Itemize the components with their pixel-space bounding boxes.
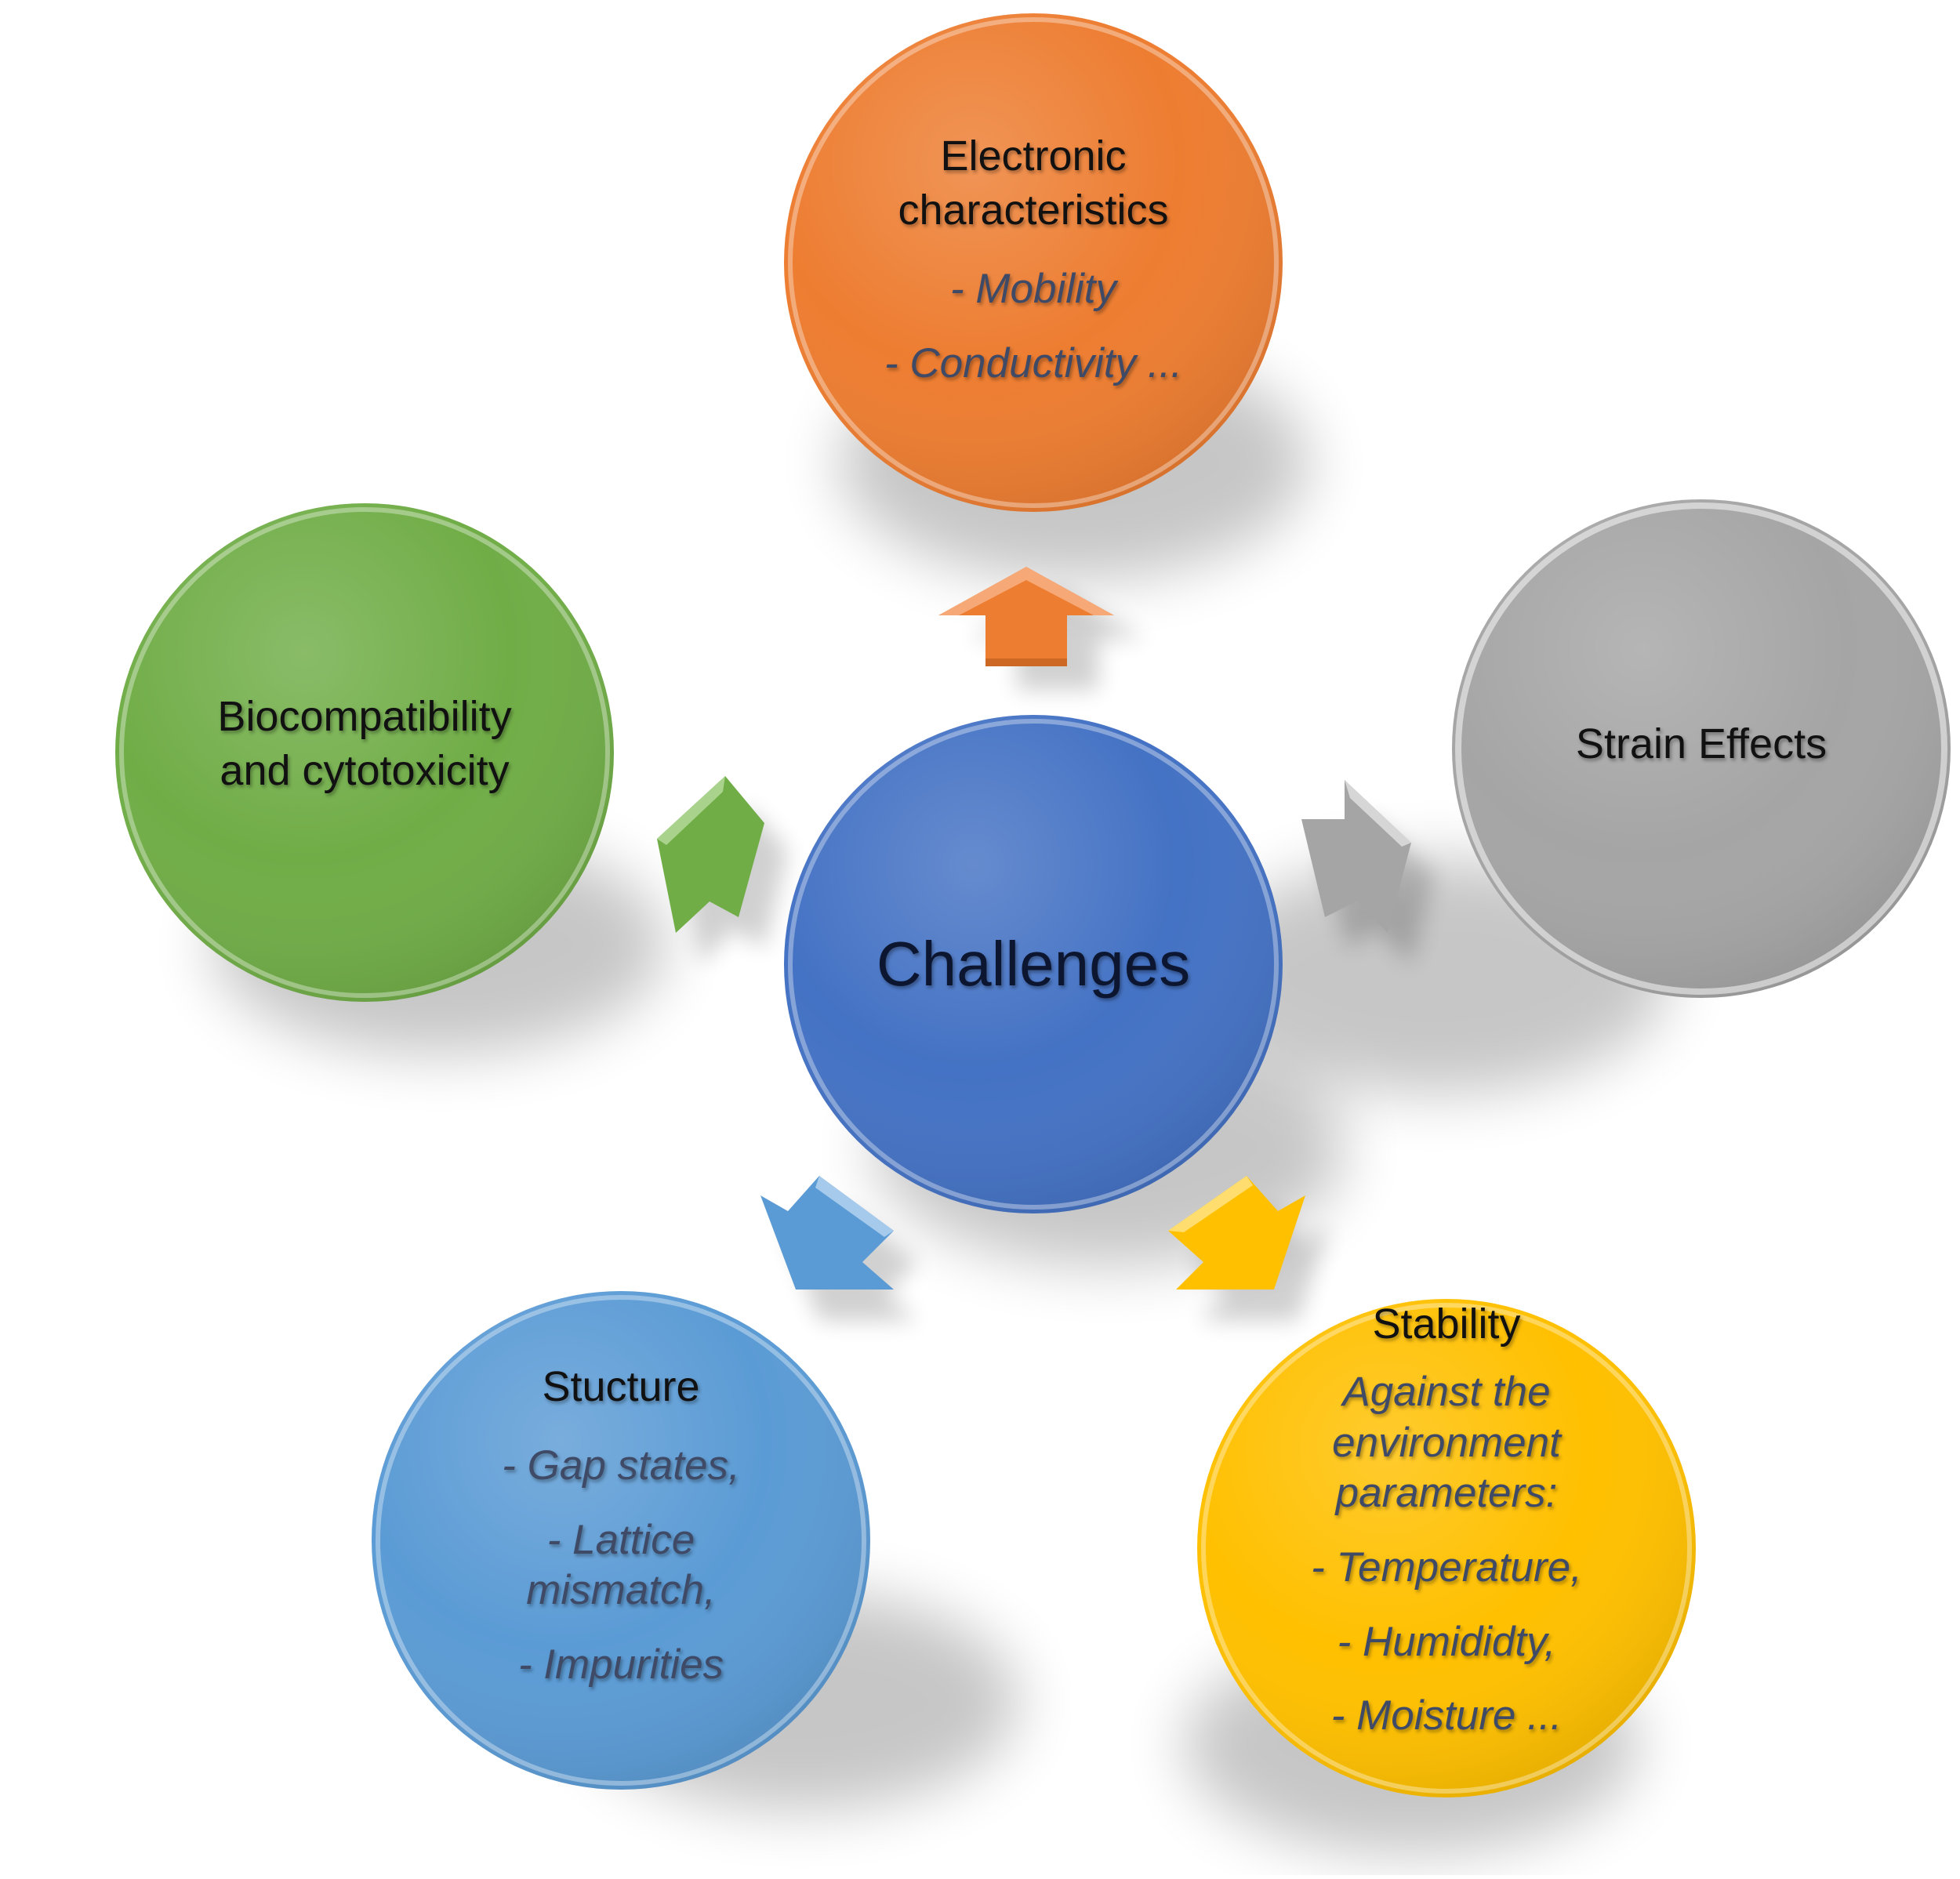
node-stability: Stability Against the environment parame…	[1235, 1297, 1658, 1742]
circle-stability	[1197, 1299, 1696, 1797]
node-stability-item-2: - Humididty,	[1337, 1618, 1556, 1665]
node-biocompatibility: Biocompatibility and cytotoxicity	[153, 690, 576, 798]
arrow-up-orange	[938, 567, 1145, 690]
node-stability-subtitle-3: parameters:	[1335, 1470, 1558, 1517]
arrow-downleft-blue	[760, 1176, 917, 1321]
node-biocompatibility-title-2: and cytotoxicity	[220, 747, 510, 795]
node-strain: Strain Effects	[1490, 717, 1913, 771]
node-electronic-item-2: - Conductivity ...	[884, 339, 1182, 386]
circles-layer	[115, 13, 1951, 1797]
node-biocompatibility-title-1: Biocompatibility	[217, 693, 512, 740]
node-stability-subtitle-1: Against the	[1342, 1369, 1551, 1416]
arrow-downright-yellow	[1168, 1176, 1329, 1321]
node-structure-item-2: - Lattice mismatch,	[526, 1516, 716, 1614]
node-structure-title: Stucture	[542, 1363, 700, 1410]
node-stability-item-1: - Temperature,	[1311, 1544, 1582, 1591]
circle-biocompatibility	[115, 503, 614, 1002]
node-stability-item-3: - Moisture ...	[1330, 1692, 1563, 1739]
node-structure-item-3: - Impurities	[517, 1641, 724, 1689]
node-structure-item-1: - Gap states,	[502, 1442, 740, 1489]
node-electronic: Electronic characteristics - Mobility - …	[822, 129, 1245, 390]
node-electronic-title-2: characteristics	[898, 187, 1169, 234]
center-label: Challenges	[876, 929, 1191, 999]
circle-electronic	[784, 13, 1283, 512]
node-electronic-title-1: Electronic	[940, 132, 1127, 180]
node-stability-title: Stability	[1372, 1300, 1521, 1348]
circle-center	[784, 715, 1283, 1213]
node-electronic-item-1: - Mobility	[949, 266, 1117, 313]
node-strain-title: Strain Effects	[1575, 720, 1828, 767]
circle-strain	[1452, 499, 1951, 998]
node-structure: Stucture - Gap states, - Lattice mismatc…	[409, 1360, 833, 1691]
center-node: Challenges	[798, 886, 1269, 1043]
arrow-left-green	[657, 776, 788, 964]
arrows-layer	[657, 567, 1435, 1321]
arrow-right-gray	[1301, 780, 1435, 964]
circle-structure	[372, 1291, 870, 1790]
node-stability-subtitle-2: environment	[1332, 1419, 1561, 1466]
